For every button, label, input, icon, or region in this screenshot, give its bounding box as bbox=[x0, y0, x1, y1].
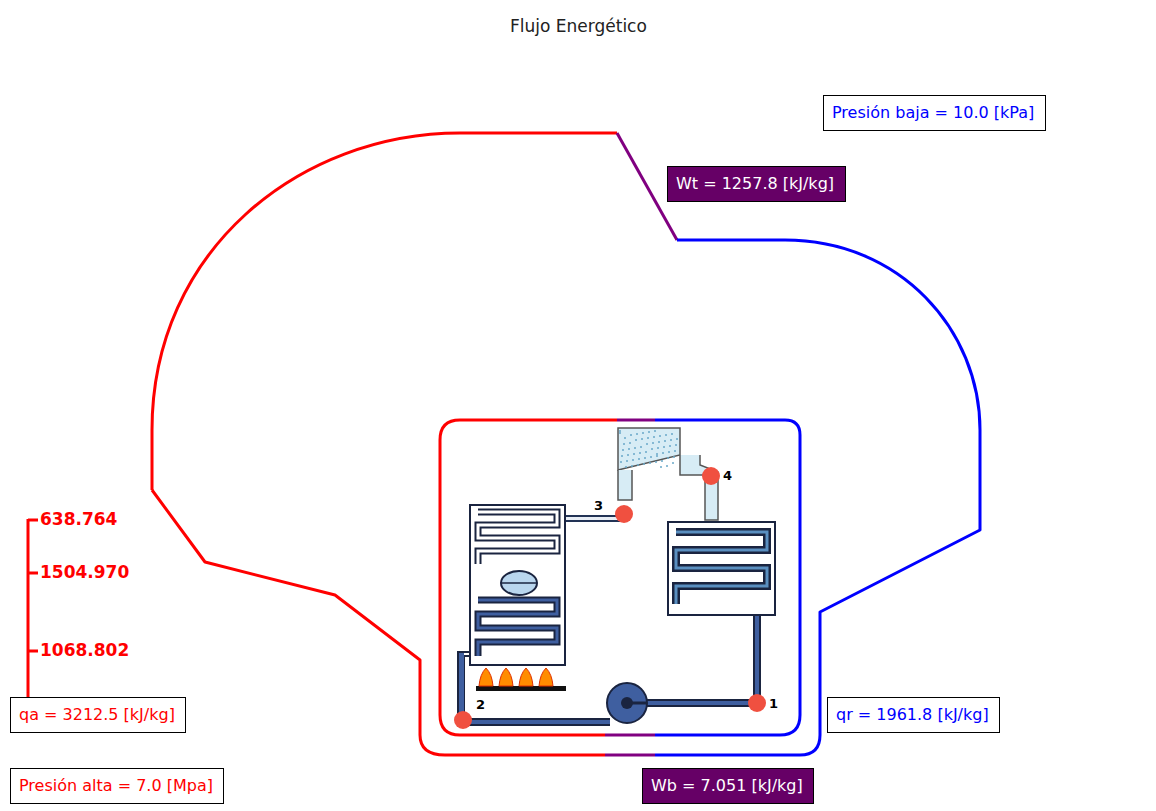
flow-value: 1068.802 bbox=[40, 640, 129, 660]
value-text: Presión alta = 7.0 [Mpa] bbox=[19, 775, 215, 797]
flow-value: 1504.970 bbox=[40, 562, 129, 582]
work-box: Wb = 7.051 [kJ/kg] bbox=[642, 768, 814, 804]
coil bbox=[478, 600, 557, 656]
coil bbox=[676, 532, 767, 604]
burner-flame bbox=[499, 668, 513, 686]
work-box: Wt = 1257.8 [kJ/kg] bbox=[667, 166, 846, 202]
burner-flame bbox=[519, 668, 533, 686]
state-number: 2 bbox=[476, 697, 485, 712]
heat-box: qa = 3212.5 [kJ/kg] bbox=[10, 697, 186, 733]
coil bbox=[478, 512, 557, 564]
burner-flame bbox=[479, 668, 493, 686]
coil bbox=[478, 512, 557, 564]
value-text: qa = 3212.5 [kJ/kg] bbox=[19, 704, 177, 726]
value-text: qr = 1961.8 [kJ/kg] bbox=[836, 704, 991, 726]
coil bbox=[478, 600, 557, 656]
flow-value: 638.764 bbox=[40, 509, 117, 529]
pressure-box: Presión baja = 10.0 [kPa] bbox=[823, 95, 1046, 131]
value-text: Presión baja = 10.0 [kPa] bbox=[832, 102, 1037, 124]
state-number: 3 bbox=[594, 498, 603, 513]
plant bbox=[454, 428, 775, 729]
state-number: 1 bbox=[769, 696, 778, 711]
heat-box: qr = 1961.8 [kJ/kg] bbox=[827, 697, 1000, 733]
burner-flame bbox=[539, 668, 553, 686]
state-number: 4 bbox=[723, 468, 732, 483]
value-bracket bbox=[28, 519, 38, 697]
energy-flow-band bbox=[152, 133, 980, 755]
value-text: Wt = 1257.8 [kJ/kg] bbox=[676, 173, 837, 195]
diagram-title: Flujo Energético bbox=[510, 16, 647, 36]
pressure-box: Presión alta = 7.0 [Mpa] bbox=[10, 768, 224, 804]
value-text: Wb = 7.051 [kJ/kg] bbox=[651, 775, 805, 797]
coil bbox=[676, 532, 767, 604]
